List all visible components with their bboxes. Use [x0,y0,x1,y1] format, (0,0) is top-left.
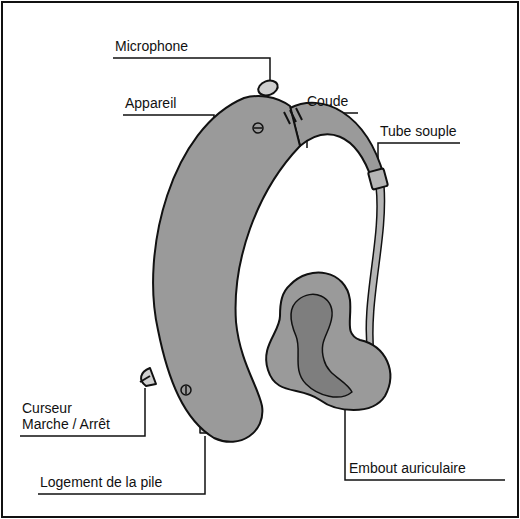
part-label: Curseur Marche / Arrêt [21,400,121,432]
slider-tab [140,376,150,382]
tube-connector [368,168,388,190]
part-label: Coude [306,93,349,109]
ear-mold-concha [291,294,352,397]
screw [253,123,263,133]
leader-line [38,436,205,494]
grip-ridges [284,108,302,124]
leader-line [20,388,145,436]
part-label: Logement de la pile [39,474,163,490]
hearing-aid-body [153,96,300,442]
flexible-tube [366,186,384,356]
microphone [256,78,280,98]
leader-line [378,143,460,172]
screw-slot [185,386,187,394]
part-label: Tube souple [379,123,458,139]
screw-slot [254,127,262,129]
leader-line [113,58,270,84]
ear-mold [266,273,390,410]
leader-lines [20,58,505,494]
leader-line [345,400,505,480]
part-label: Microphone [114,38,189,54]
part-label: Embout auriculaire [348,460,467,476]
part-label: Appareil [124,95,177,111]
elbow [290,103,384,180]
screw [181,385,191,395]
